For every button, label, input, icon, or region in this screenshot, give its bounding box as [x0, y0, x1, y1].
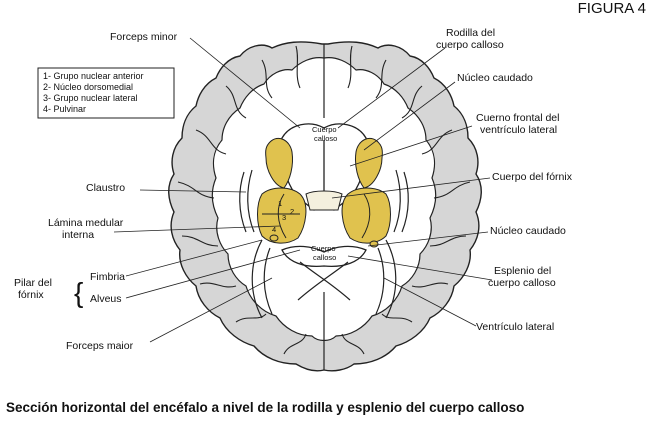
label-cc-bottom-1: Cuerpo — [311, 244, 336, 253]
legend-item-1: 1- Grupo nuclear anterior — [43, 71, 144, 81]
labels: Forceps minor Rodilla del cuerpo calloso… — [14, 27, 573, 352]
fornix-body — [305, 190, 343, 211]
label-lamina-2: interna — [62, 229, 94, 241]
label-n1: 1 — [278, 199, 282, 208]
label-rodilla-1: Rodilla del — [446, 27, 495, 39]
legend-box: 1- Grupo nuclear anterior 2- Núcleo dors… — [37, 67, 175, 119]
legend-item-4: 4- Pulvinar — [43, 104, 86, 114]
label-alveus: Alveus — [90, 293, 122, 305]
leader-lines — [113, 37, 493, 343]
label-nucleo-caudado-top: Núcleo caudado — [457, 72, 533, 84]
pilar-brace: { — [74, 277, 83, 308]
label-n3: 3 — [282, 213, 286, 222]
label-fimbria: Fimbria — [90, 271, 125, 283]
label-ventriculo-lateral: Ventrículo lateral — [476, 321, 554, 333]
label-forceps-maior: Forceps maior — [66, 340, 134, 352]
label-cuerpo-fornix: Cuerpo del fórnix — [492, 171, 573, 183]
label-pilar-2: fórnix — [18, 289, 44, 301]
claustrum — [239, 169, 409, 233]
splenium — [281, 245, 367, 268]
label-forceps-minor: Forceps minor — [110, 31, 178, 43]
label-cc-bottom-2: calloso — [313, 253, 336, 262]
label-lamina-1: Lámina medular — [48, 217, 124, 229]
figure-caption: Sección horizontal del encéfalo a nivel … — [6, 400, 525, 415]
brain-section-diagram: 1- Grupo nuclear anterior 2- Núcleo dors… — [14, 27, 573, 372]
label-cuerno-2: ventrículo lateral — [480, 124, 557, 136]
label-pilar-1: Pilar del — [14, 277, 52, 289]
label-rodilla-2: cuerpo calloso — [436, 39, 504, 51]
posterior-horns — [251, 239, 397, 319]
label-esplenio-1: Esplenio del — [494, 265, 551, 277]
thalamus — [257, 187, 391, 244]
label-n4: 4 — [272, 225, 276, 234]
legend-item-3: 3- Grupo nuclear lateral — [43, 93, 138, 103]
label-n2: 2 — [290, 207, 294, 216]
figure-label: FIGURA 4 — [577, 0, 646, 17]
label-cuerno-1: Cuerno frontal del — [476, 112, 559, 124]
legend-item-2: 2- Núcleo dorsomedial — [43, 82, 133, 92]
label-esplenio-2: cuerpo calloso — [488, 277, 556, 289]
label-claustro: Claustro — [86, 182, 125, 194]
caudate-nucleus-heads — [265, 137, 383, 189]
label-cc-top-2: calloso — [314, 134, 337, 143]
label-cc-top-1: Cuerpo — [312, 125, 337, 134]
label-nucleo-caudado-bottom: Núcleo caudado — [490, 225, 566, 237]
